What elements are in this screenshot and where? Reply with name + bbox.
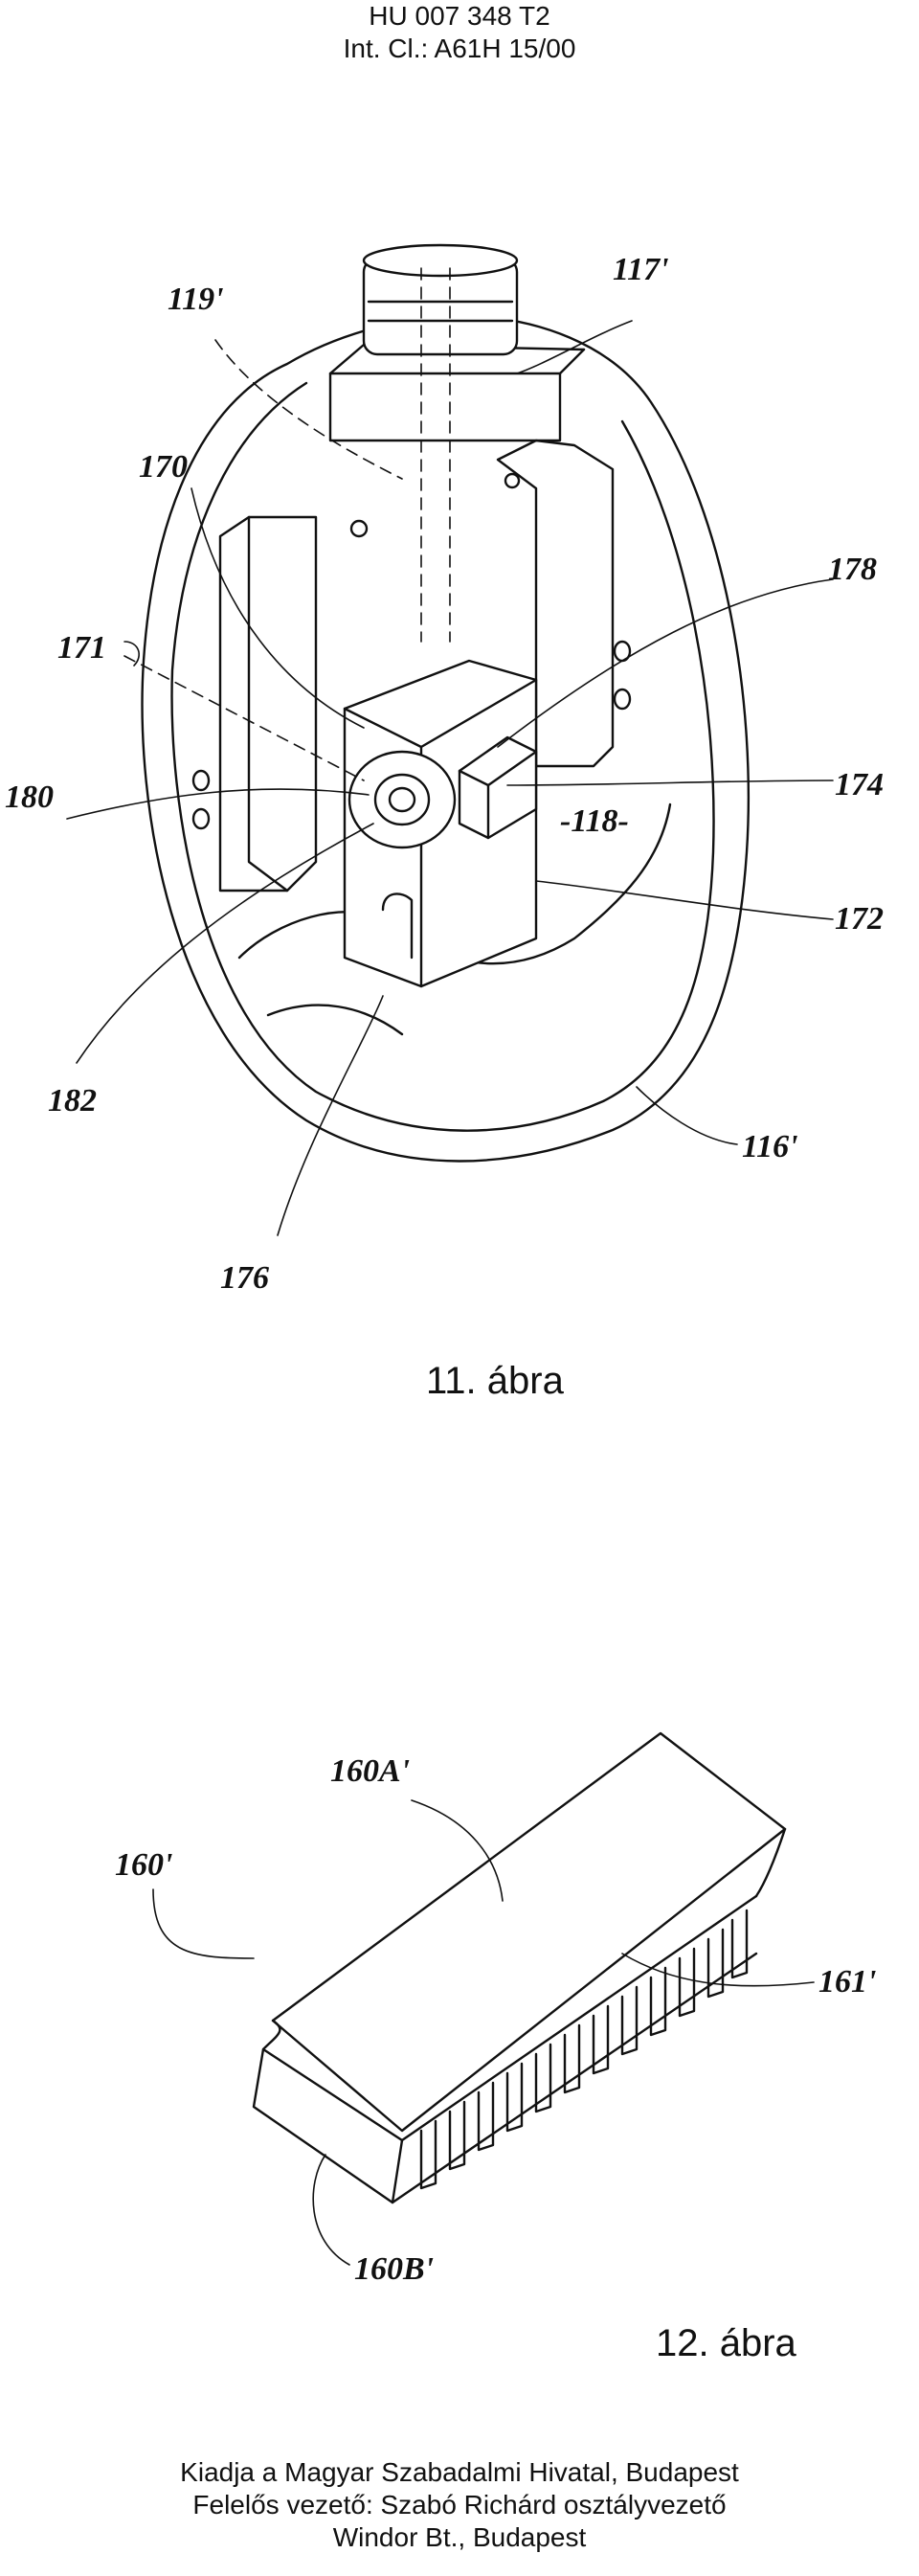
ref-180: 180 (5, 780, 54, 815)
patent-number: HU 007 348 T2 (369, 1, 550, 31)
ref-178: 178 (828, 552, 877, 587)
ref-117: 117' (613, 252, 669, 287)
ref-118: -118- (560, 803, 629, 839)
footer-responsible: Felelős vezető: Szabó Richárd osztályvez… (192, 2490, 727, 2520)
strip-front-face (252, 2047, 404, 2204)
ref-160B: 160B' (354, 2251, 434, 2287)
footer-printer: Windor Bt., Budapest (332, 2522, 587, 2552)
ref-176: 176 (220, 1260, 269, 1296)
eccentric-disk (347, 750, 457, 849)
inner-housing-outline (170, 381, 715, 1132)
ref-182: 182 (48, 1083, 97, 1119)
right-slot (496, 439, 615, 768)
ref-174: 174 (835, 767, 884, 802)
ref-160A: 160A' (330, 1753, 410, 1789)
footer-publisher: Kiadja a Magyar Szabadalmi Hivatal, Buda… (180, 2457, 739, 2487)
classification-code: Int. Cl.: A61H 15/00 (343, 34, 576, 63)
strip-top-face (271, 1731, 787, 2133)
figure-12-drawing: 160A' 160' 161' 160B' (115, 1731, 876, 2287)
figure-12-caption: 12. ábra (656, 2322, 796, 2364)
figure-11-caption: 11. ábra (426, 1360, 564, 1402)
ref-170: 170 (139, 449, 188, 485)
ref-119: 119' (168, 282, 224, 317)
ref-116: 116' (742, 1129, 798, 1164)
ref-172: 172 (835, 901, 884, 937)
outer-housing-outline (141, 314, 751, 1163)
ref-171: 171 (57, 630, 106, 666)
neck-block (328, 372, 562, 442)
latch-part (458, 735, 538, 840)
ref-161: 161' (818, 1964, 876, 2000)
left-slot (218, 515, 318, 893)
ref-160: 160' (115, 1847, 172, 1883)
figure-11-drawing: 117' 119' 170 178 171 180 174 -118- 172 … (5, 243, 884, 1296)
